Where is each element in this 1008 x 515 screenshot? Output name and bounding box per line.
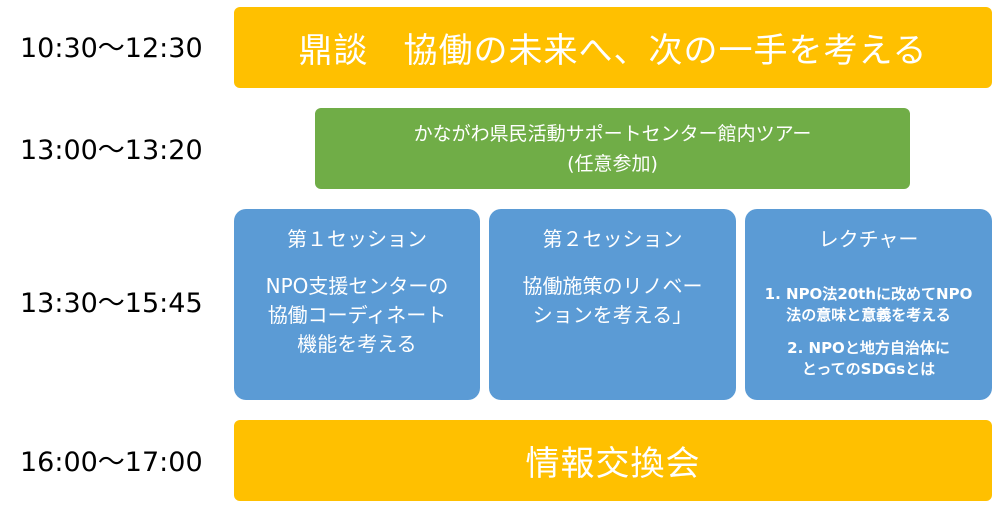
time-label-exchange: 16:00〜17:00: [20, 447, 203, 478]
tour-note: (任意参加): [567, 152, 658, 175]
exchange-box: 情報交換会: [234, 420, 992, 501]
lecture-item-line: 1. NPO法20thに改めてNPO: [764, 285, 973, 303]
session-2-box: 第２セッション 協働施策のリノベー ションを考える」: [489, 209, 736, 400]
tour-title: かながわ県民活動サポートセンター館内ツアー: [413, 122, 812, 145]
session-1-body: NPO支援センターの 協働コーディネート 機能を考える: [266, 272, 449, 359]
session-2-title: 第２セッション: [542, 227, 683, 251]
lecture-title: レクチャー: [818, 227, 919, 251]
time-label-tour: 13:00〜13:20: [20, 135, 203, 166]
lecture-box: レクチャー 1. NPO法20thに改めてNPO 法の意味と意義を考える 2. …: [745, 209, 992, 400]
session-1-line: NPO支援センターの: [265, 274, 449, 298]
session-2-line: 協働施策のリノベー: [522, 274, 703, 298]
exchange-title: 情報交換会: [525, 444, 701, 484]
lecture-item-line: 法の意味と意義を考える: [786, 306, 951, 324]
lecture-item-2: 2. NPOと地方自治体に とってのSDGsとは: [787, 338, 950, 380]
lecture-item-1: 1. NPO法20thに改めてNPO 法の意味と意義を考える: [765, 284, 973, 326]
time-label-keynote: 10:30〜12:30: [20, 33, 203, 64]
keynote-title: 鼎談 協働の未来へ、次の一手を考える: [298, 31, 928, 71]
session-2-body: 協働施策のリノベー ションを考える」: [523, 272, 703, 330]
session-2-line: ションを考える」: [532, 303, 693, 327]
lecture-item-line: 2. NPOと地方自治体に: [787, 339, 950, 357]
keynote-box: 鼎談 協働の未来へ、次の一手を考える: [234, 7, 992, 88]
tour-box: かながわ県民活動サポートセンター館内ツアー (任意参加): [315, 108, 910, 189]
time-label-sessions: 13:30〜15:45: [20, 288, 203, 319]
session-1-title: 第１セッション: [287, 227, 427, 251]
lecture-item-line: とってのSDGsとは: [801, 360, 936, 378]
session-1-line: 機能を考える: [297, 332, 417, 356]
session-1-line: 協働コーディネート: [267, 303, 447, 327]
session-1-box: 第１セッション NPO支援センターの 協働コーディネート 機能を考える: [234, 209, 480, 400]
